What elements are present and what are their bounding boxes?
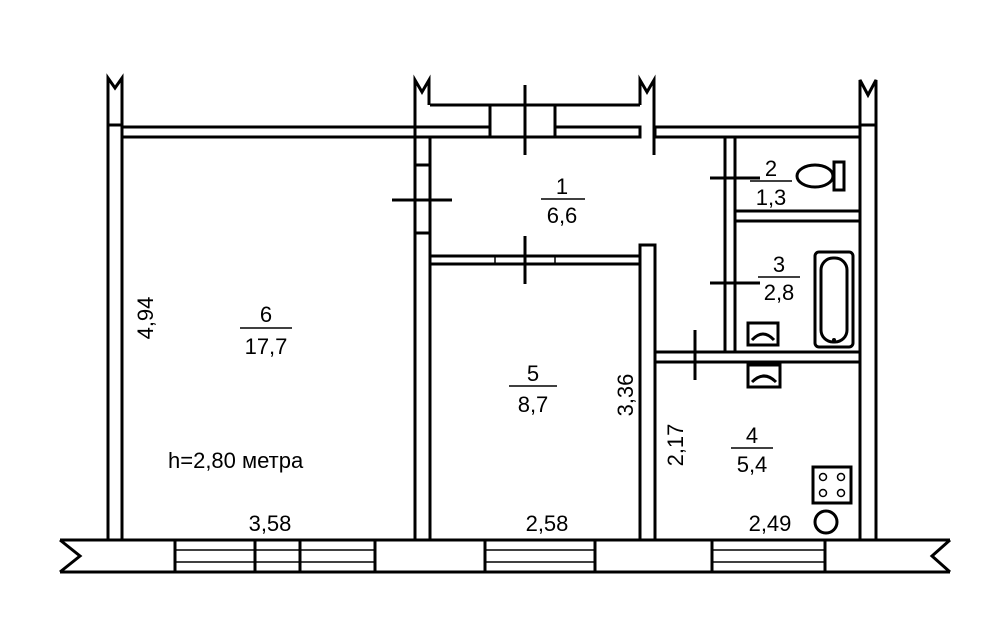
dimension-room5-width: 2,58 xyxy=(526,511,569,536)
room-label-6: 6 17,7 xyxy=(240,302,292,359)
room-label-5: 5 8,7 xyxy=(509,361,557,417)
room-label-1: 1 6,6 xyxy=(541,174,585,228)
room-number: 4 xyxy=(746,423,758,448)
dimension-room6-depth: 4,94 xyxy=(133,297,158,340)
wall-5-4 xyxy=(638,243,657,542)
room-area: 2,8 xyxy=(764,280,795,305)
room-area: 1,3 xyxy=(756,185,787,210)
dimension-room4-depth: 2,17 xyxy=(663,424,688,467)
dimension-room5-depth: 3,36 xyxy=(613,374,638,417)
toilet-icon xyxy=(795,160,846,192)
room-area: 8,7 xyxy=(518,392,549,417)
exterior-right-wall xyxy=(858,123,878,542)
room-area: 5,4 xyxy=(737,452,768,477)
break-marks xyxy=(106,73,878,155)
sink-icon xyxy=(746,363,782,389)
room-number: 5 xyxy=(527,361,539,386)
exterior-top-wall xyxy=(118,85,862,155)
exterior-left-wall xyxy=(106,123,124,542)
room-number: 3 xyxy=(773,252,785,277)
room-area: 6,6 xyxy=(547,203,578,228)
room-label-3: 3 2,8 xyxy=(758,252,800,305)
stove-icon xyxy=(811,465,853,505)
gas-boiler-icon xyxy=(813,509,839,535)
dimension-room4-width: 2,49 xyxy=(749,511,792,536)
dimension-room6-width: 3,58 xyxy=(249,511,292,536)
room-number: 2 xyxy=(765,156,777,181)
exterior-bottom-wall xyxy=(59,538,951,574)
ceiling-height-label: h=2,80 метра xyxy=(168,448,304,473)
room-label-4: 4 5,4 xyxy=(731,423,773,477)
bathtub-icon xyxy=(813,250,855,349)
room-number: 1 xyxy=(556,174,568,199)
bathroom-walls xyxy=(653,135,862,380)
room-number: 6 xyxy=(260,302,272,327)
sink-icon xyxy=(746,321,780,347)
room-label-2: 2 1,3 xyxy=(750,156,792,210)
room-area: 17,7 xyxy=(245,334,288,359)
wall-hall-room5 xyxy=(428,236,647,284)
